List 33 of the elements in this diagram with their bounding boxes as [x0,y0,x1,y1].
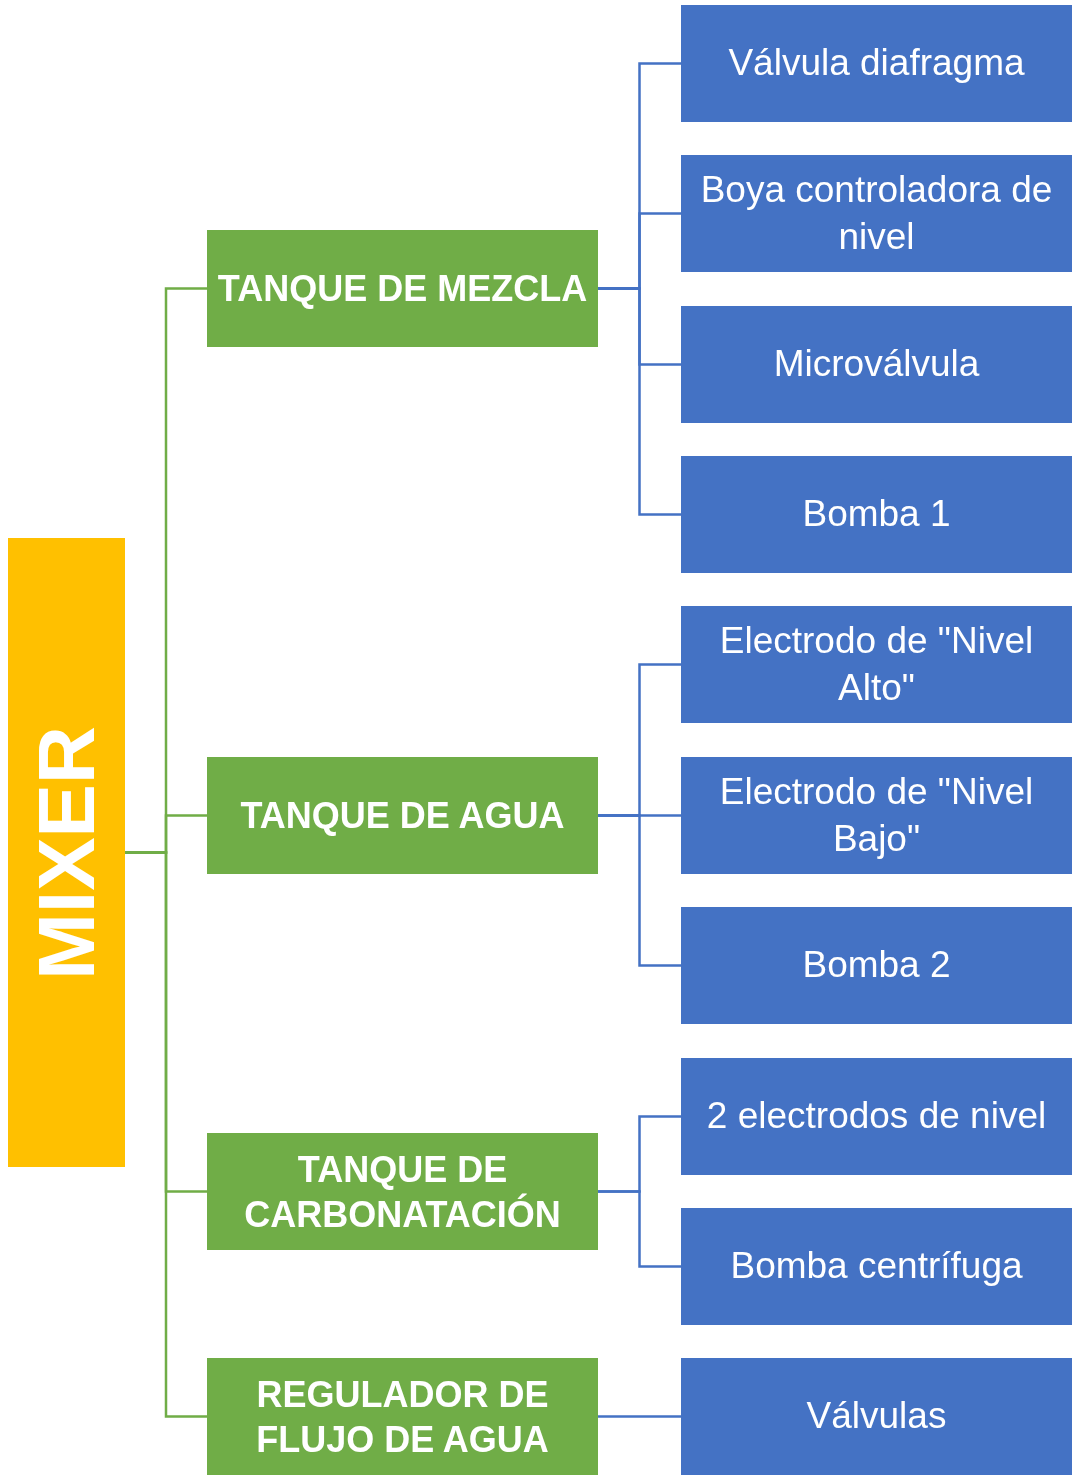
category-box [207,1133,598,1250]
component-box [681,606,1072,723]
node-label: Microválvula [772,342,981,387]
category-box [207,757,598,874]
connector-line [598,814,681,967]
category-box [207,230,598,347]
node-label: Válvulas [805,1394,948,1439]
component-box [681,5,1072,122]
connector-line [598,1415,681,1418]
node-label: Boya controladora de nivel [699,168,1054,259]
node-label: REGULADOR DE FLUJO DE AGUA [255,1372,550,1462]
node-label: TANQUE DE AGUA [239,794,566,838]
component-box [681,1358,1072,1475]
category-box [207,1358,598,1475]
component-box [681,1208,1072,1325]
node-label: MIXER [20,725,112,980]
node-label: TANQUE DE CARBONATACIÓN [243,1147,562,1237]
node-label: Electrodo de "Nivel Bajo" [718,770,1035,861]
node-label: Bomba 2 [801,943,952,988]
component-box [681,456,1072,573]
node-label: Bomba 1 [801,492,952,537]
component-box [681,757,1072,874]
node-label: Válvula diafragma [727,41,1026,86]
node-label: Electrodo de "Nivel Alto" [718,619,1035,710]
root-box [8,538,125,1167]
component-box [681,155,1072,272]
node-label: Bomba centrífuga [729,1244,1024,1289]
component-box [681,306,1072,423]
node-label: TANQUE DE MEZCLA [216,267,589,311]
component-box [681,907,1072,1024]
node-label: 2 electrodos de nivel [705,1094,1048,1139]
component-box [681,1058,1072,1175]
connector-line [598,1190,681,1268]
